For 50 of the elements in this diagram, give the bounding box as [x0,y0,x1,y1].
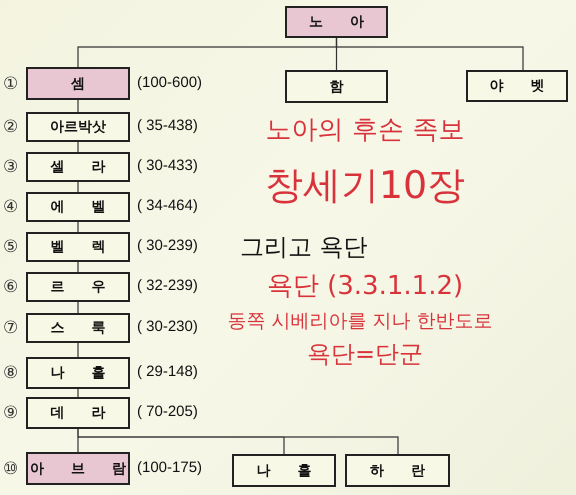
name-box: 에 벨 [26,192,130,222]
name-box: 스 룩 [26,313,130,343]
name-box: 나 홀 [232,454,336,487]
circled-number: ② [3,117,18,137]
name-box: 아 브 람 [26,452,130,485]
life-years: ( 34-464) [137,197,198,214]
connector-line [77,142,79,152]
life-years: (100-600) [137,74,202,90]
note-text: 그리고 욕단 [240,232,368,263]
title-text: 창세기10장 [264,162,466,209]
name-box: 아르박삿 [26,112,130,142]
name-box: 함 [285,70,388,103]
connector-line [77,262,79,272]
connector-line [336,38,524,70]
life-years: ( 29-148) [137,363,198,380]
connector-line [77,429,399,454]
circled-number: ⑦ [3,318,18,338]
life-years: ( 30-239) [137,237,198,254]
connector-line [77,100,79,112]
circled-number: ⑧ [3,363,18,383]
life-years: ( 70-205) [137,403,198,420]
note-text: 욕단=단군 [306,339,424,370]
life-years: ( 30-433) [137,157,198,174]
life-years: ( 30-230) [137,318,198,335]
title-text: 노아의 후손 족보 [266,114,464,147]
circled-number: ⑥ [3,277,18,297]
name-box: 벨 렉 [26,232,130,262]
name-box: 데 라 [26,397,130,429]
name-box: 르 우 [26,272,130,302]
name-box: 셀 라 [26,152,130,182]
connector-line [77,302,79,313]
life-years: (100-175) [137,458,202,476]
name-box: 셈 [26,67,130,100]
circled-number: ⑨ [3,403,18,423]
circled-number: ⑩ [3,458,18,478]
note-text: 동쪽 시베리아를 지나 한반도로 [227,309,493,334]
life-years: ( 32-239) [137,277,198,294]
circled-number: ③ [3,157,18,177]
name-box: 노 아 [285,6,388,38]
note-text: 욕단 (3.3.1.1.2) [266,270,464,303]
connector-line [77,343,79,357]
name-box: 야 벳 [466,70,568,102]
name-box: 나 홀 [26,357,130,389]
life-years: ( 35-438) [137,117,198,134]
circled-number: ① [3,74,18,94]
circled-number: ④ [3,197,18,217]
connector-line [77,222,79,232]
name-box: 하 란 [345,454,450,487]
circled-number: ⑤ [3,237,18,257]
connector-line [77,182,79,192]
